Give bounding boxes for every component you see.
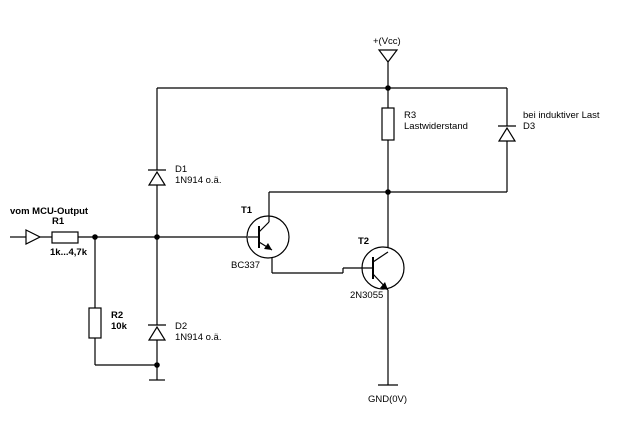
vcc-symbol: +(Vcc) (373, 36, 401, 63)
input-buffer-arrow: vom MCU-Output (10, 206, 89, 245)
r2-value: 10k (111, 321, 128, 332)
d1-name: D1 (175, 164, 187, 175)
resistor-r3: R3 Lastwiderstand (381, 107, 468, 141)
gnd-label: GND(0V) (368, 394, 407, 405)
d3-name: D3 (523, 121, 535, 132)
t2-name: T2 (358, 236, 369, 247)
r3-name: R3 (404, 110, 416, 121)
r1-name: R1 (52, 216, 65, 227)
diode-d2: D2 1N914 o.ä. (147, 321, 221, 345)
diode-d1: D1 1N914 o.ä. (147, 163, 221, 186)
junction-dots (92, 85, 391, 368)
d1-value: 1N914 o.ä. (175, 175, 221, 186)
resistor-r1: R1 1k...4,7k (50, 216, 88, 258)
transistor-t2: T2 2N3055 (343, 236, 405, 301)
d2-name: D2 (175, 321, 187, 332)
r1-value: 1k...4,7k (50, 247, 88, 258)
diode-d3: bei induktiver Last D3 (497, 110, 600, 146)
r3-value: Lastwiderstand (404, 121, 468, 132)
vcc-label: +(Vcc) (373, 36, 401, 47)
resistor-r2: R2 10k (88, 307, 128, 339)
d3-note: bei induktiver Last (523, 110, 600, 121)
r2-name: R2 (111, 310, 123, 321)
transistor-t1: T1 BC337 (231, 192, 290, 271)
t2-value: 2N3055 (350, 290, 383, 301)
input-label: vom MCU-Output (10, 206, 89, 217)
wires (10, 62, 508, 385)
ground-symbol: GND(0V) (368, 384, 407, 405)
t1-name: T1 (241, 205, 253, 216)
t1-value: BC337 (231, 260, 260, 271)
d2-value: 1N914 o.ä. (175, 332, 221, 343)
